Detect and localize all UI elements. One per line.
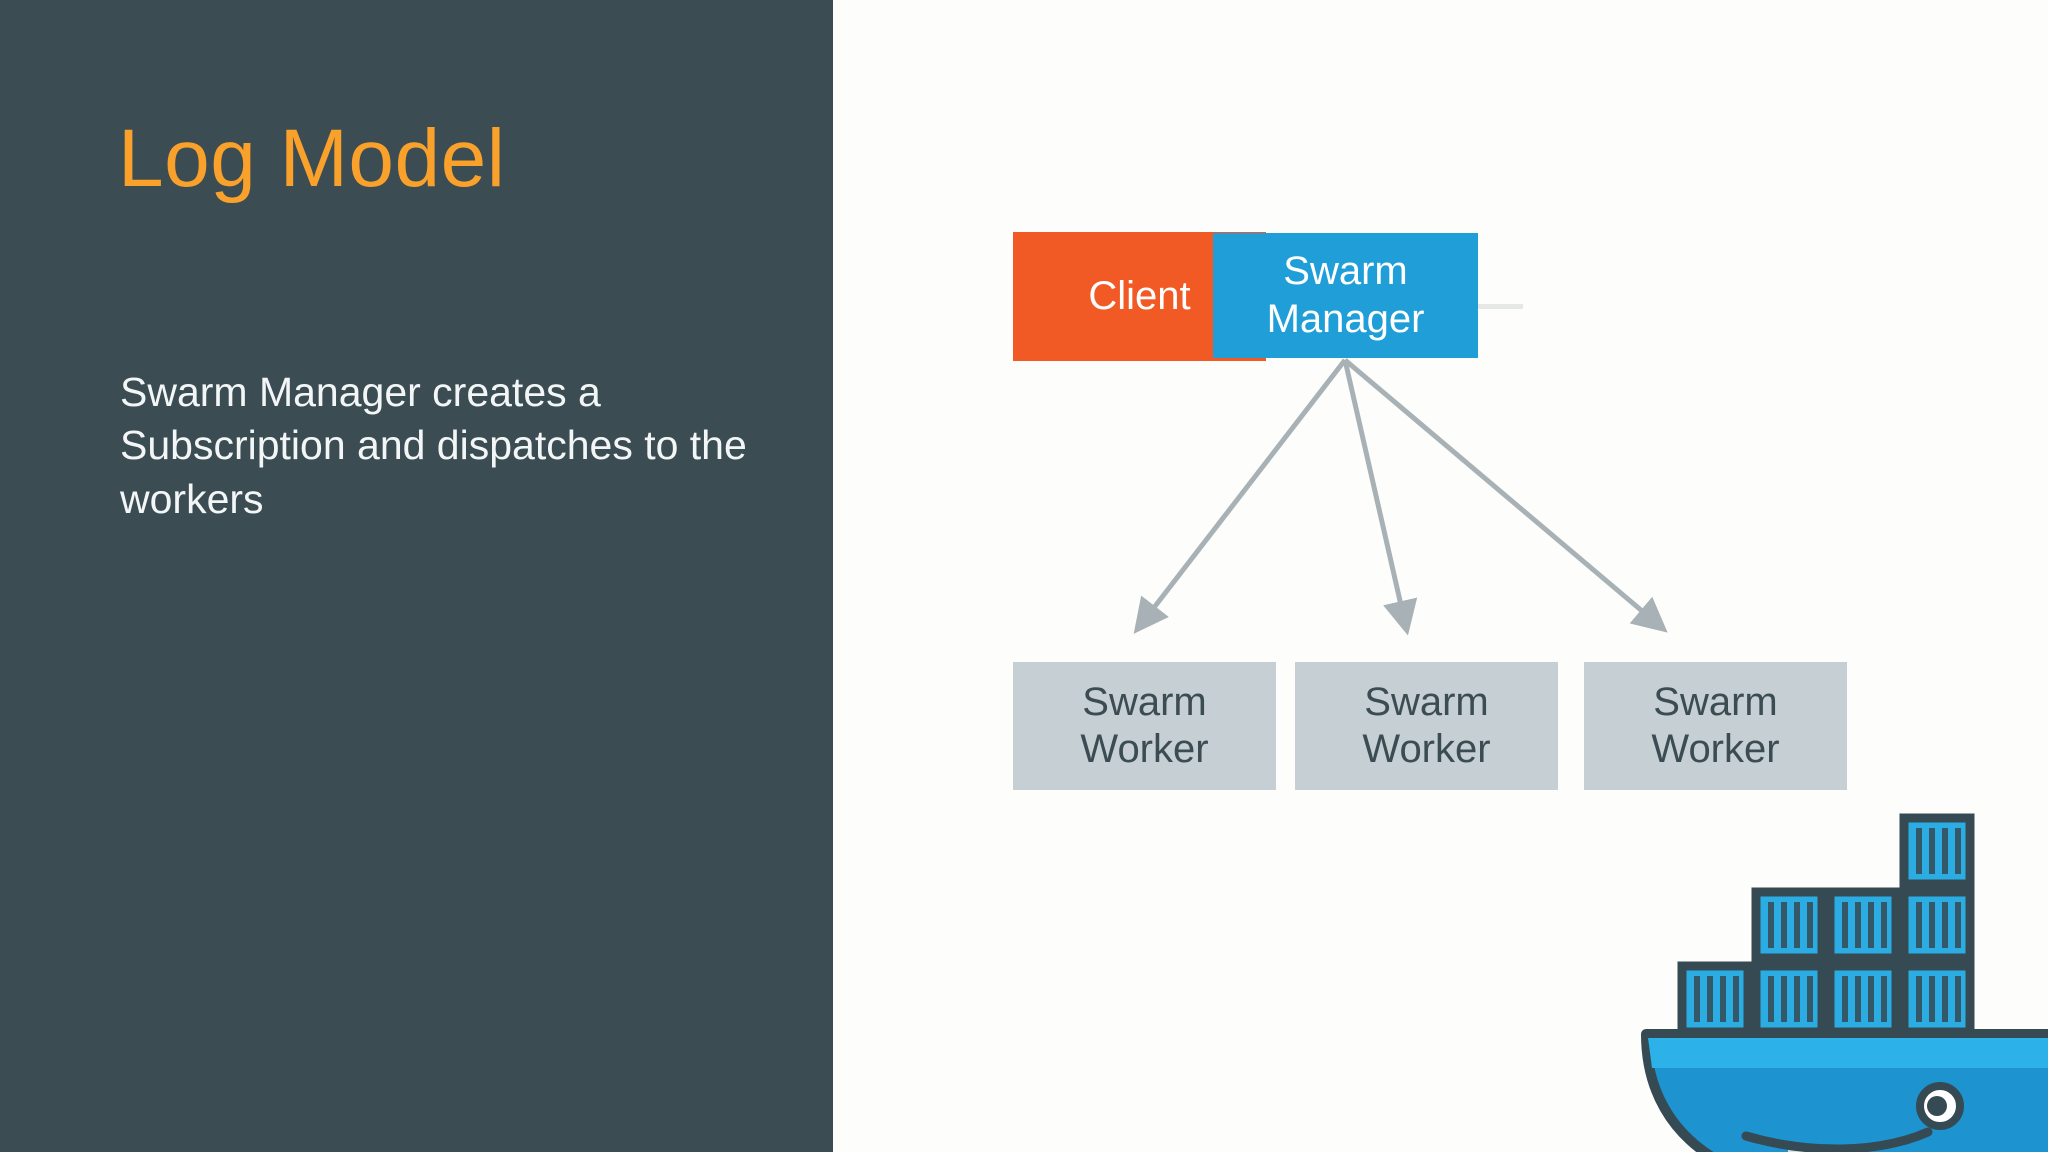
node-swarm-manager-label: Swarm Manager — [1267, 248, 1425, 342]
arrow-manager-to-worker-3 — [1343, 358, 1668, 633]
node-swarm-worker-3-label: Swarm Worker — [1651, 679, 1779, 773]
node-swarm-worker-1[interactable]: Swarm Worker — [1013, 662, 1276, 790]
node-swarm-worker-1-label-line2: Worker — [1080, 727, 1209, 771]
node-swarm-worker-2-label: Swarm Worker — [1362, 679, 1490, 773]
docker-whale-logo — [1641, 813, 2048, 1152]
page-title: Log Model — [118, 113, 506, 204]
diagram-panel: Client Swarm Manager Swarm Worker Swarm … — [833, 0, 2048, 1152]
node-swarm-manager-label-line2: Manager — [1266, 296, 1425, 341]
slide-description: Swarm Manager creates a Subscription and… — [120, 369, 747, 522]
node-swarm-worker-3[interactable]: Swarm Worker — [1584, 662, 1847, 790]
whale-body — [1641, 1029, 2048, 1152]
node-swarm-worker-2[interactable]: Swarm Worker — [1295, 662, 1558, 790]
node-swarm-worker-3-label-line2: Worker — [1651, 727, 1780, 771]
node-swarm-manager[interactable]: Swarm Manager — [1213, 233, 1478, 358]
left-text-panel: Log Model Swarm Manager creates a Subscr… — [0, 0, 833, 1152]
arrow-manager-to-worker-1 — [1133, 358, 1347, 634]
arrow-manager-to-worker-2 — [1342, 359, 1418, 636]
node-client-label: Client — [1088, 273, 1191, 318]
node-swarm-worker-1-label: Swarm Worker — [1080, 679, 1208, 773]
node-swarm-worker-3-label-line1: Swarm — [1653, 679, 1778, 724]
node-swarm-worker-2-label-line1: Swarm — [1364, 679, 1489, 724]
node-swarm-worker-1-label-line1: Swarm — [1082, 679, 1207, 724]
node-swarm-worker-2-label-line2: Worker — [1362, 727, 1491, 771]
node-swarm-manager-label-line1: Swarm — [1283, 249, 1408, 294]
whale-containers — [1677, 813, 1975, 1037]
